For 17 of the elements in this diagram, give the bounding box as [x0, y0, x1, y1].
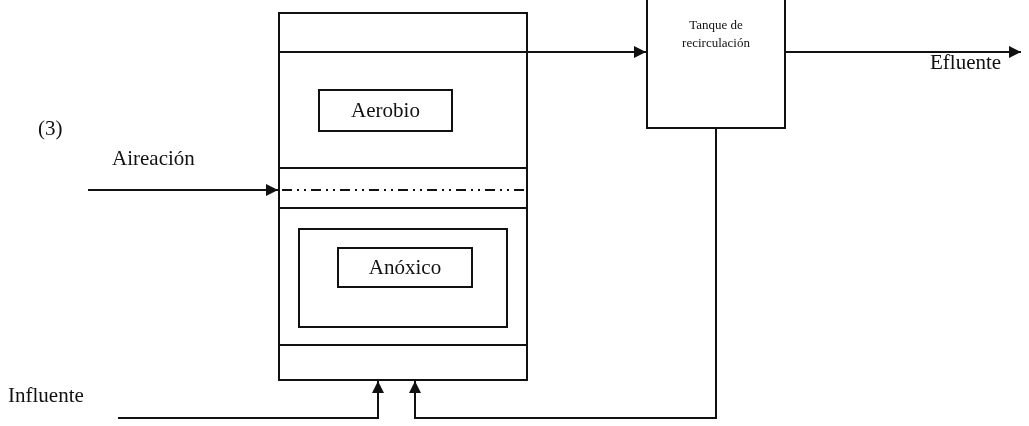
reactor-tank	[278, 12, 528, 381]
node-text: Tanque de recirculación	[681, 16, 751, 52]
zone-label-box	[318, 89, 453, 132]
recirculation-tank	[646, 0, 786, 129]
arrow	[117, 380, 384, 419]
node-text: Aerobio	[351, 98, 420, 123]
arrow	[87, 184, 279, 196]
node-text: Anóxico	[368, 255, 442, 280]
flow-label: Influente	[8, 383, 84, 408]
flow-label: Aireación	[112, 146, 195, 171]
figure-number: (3)	[38, 116, 63, 141]
anoxic-zone-box	[298, 228, 508, 328]
zone-label-box	[337, 247, 473, 288]
arrow	[409, 128, 717, 419]
flow-label: Efluente	[930, 50, 1002, 75]
arrow	[527, 46, 647, 58]
arrow	[785, 46, 1022, 58]
